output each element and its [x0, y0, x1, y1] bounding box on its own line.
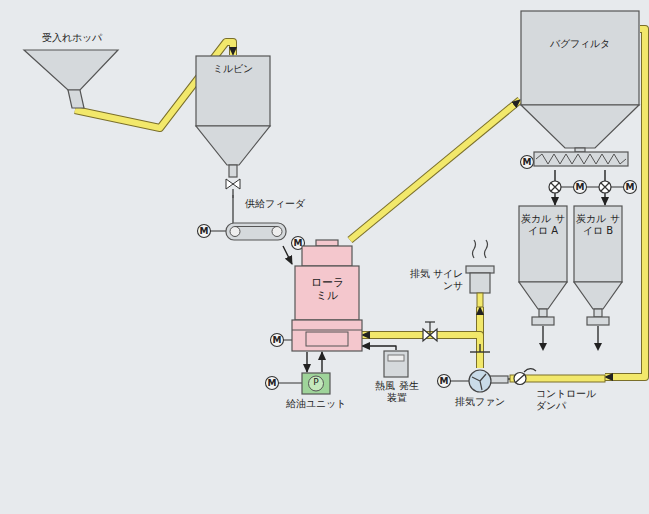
pipe-connector	[322, 352, 323, 372]
equipment-label: 排気 サイレンサ	[409, 268, 463, 292]
equipment-label: P	[302, 377, 330, 388]
equipment-label: 炭カル サイロ A	[520, 213, 566, 237]
equipment-label: 供給フィーダ	[245, 198, 310, 210]
connector-line	[232, 195, 233, 198]
connector-line	[362, 335, 480, 368]
motor-symbol-label: M	[271, 334, 284, 347]
equipment-label: コントロール ダンパ	[536, 388, 605, 412]
duct-connector	[350, 100, 520, 240]
roller-mill: ローラ ミル	[292, 240, 362, 352]
connector-line	[321, 352, 322, 372]
connector-line	[283, 246, 292, 264]
mill-bin: ミルビン	[195, 55, 271, 195]
equipment-shape	[452, 368, 508, 420]
pipe-connector	[362, 346, 396, 350]
motor-symbol-label: M	[198, 225, 211, 238]
connector-line	[362, 346, 396, 350]
equipment-label: 排気ファン	[452, 396, 508, 408]
equipment-label: ローラ ミル	[307, 276, 347, 302]
equipment-label: 炭カル サイロ B	[575, 213, 621, 237]
bag-filter: バグフィルタ	[520, 10, 640, 170]
equipment-sublabel: 給油ユニット	[284, 398, 348, 410]
hopper: 受入れホッパ	[22, 30, 122, 110]
connector-line	[362, 335, 480, 368]
motor-symbol-label: M	[521, 156, 534, 169]
pipe-connector	[233, 195, 234, 198]
motor-symbol-label: M	[624, 181, 637, 194]
pipe-connector	[283, 246, 292, 264]
product-silo: 炭カル サイロ A	[518, 205, 568, 327]
motor-symbol-label: M	[292, 237, 305, 250]
connector-line	[306, 352, 307, 372]
product-silo: 炭カル サイロ B	[573, 205, 623, 327]
connector-line	[350, 100, 520, 240]
equipment-shape	[195, 55, 271, 195]
motor-symbol-label: M	[438, 375, 451, 388]
exhaust-silencer: 排気 サイレンサ	[409, 262, 499, 307]
control-damper: コントロール ダンパ	[510, 368, 605, 418]
connector-line	[350, 100, 520, 240]
hot-air-generator: 熱風 発生装置	[372, 350, 422, 414]
equipment-label: 受入れホッパ	[22, 32, 122, 44]
pipe-connector	[307, 352, 308, 372]
duct-connector	[362, 335, 480, 368]
equipment-label: バグフィルタ	[520, 38, 640, 50]
motor-symbol-label: M	[266, 377, 279, 390]
equipment-label: 熱風 発生装置	[372, 380, 422, 404]
equipment-label: ミルビン	[195, 63, 271, 75]
equipment-shape	[520, 10, 640, 170]
oil-unit: P 給油ユニット	[284, 372, 348, 420]
exhaust-fan: 排気ファン	[452, 368, 508, 420]
motor-symbol-label: M	[574, 181, 587, 194]
